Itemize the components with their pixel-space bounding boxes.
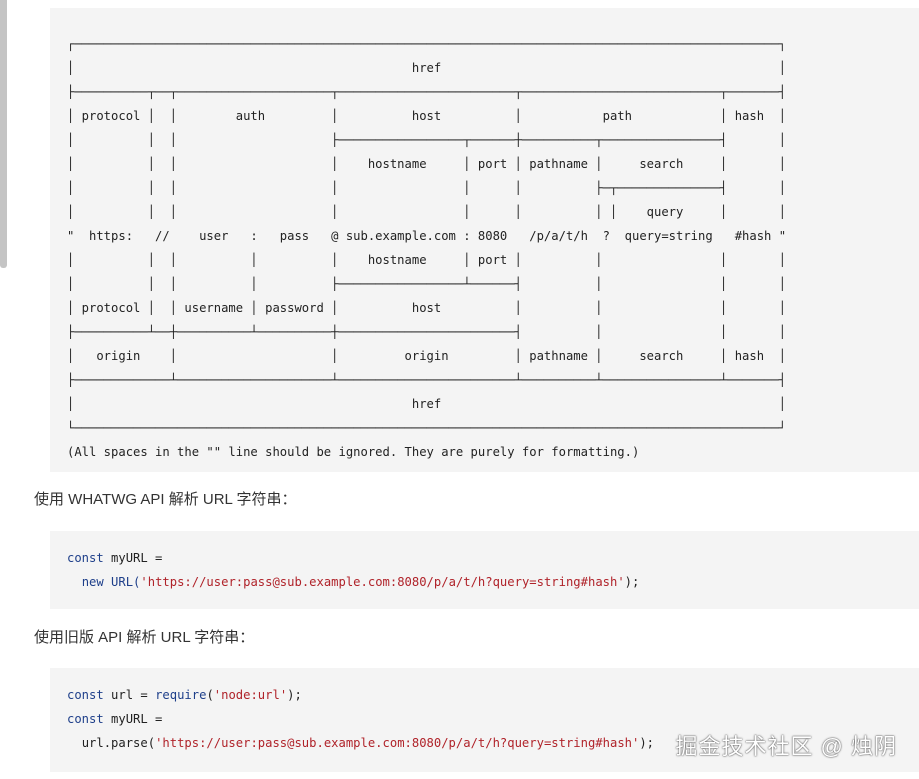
code-whatwg: const myURL = new URL('https://user:pass… (67, 546, 639, 594)
diagram-line: │ │ │ │ │ │ ├─┬──────────────┤ │ (67, 181, 787, 195)
url-structure-diagram: ┌───────────────────────────────────────… (67, 32, 786, 464)
diagram-line: ├──────────┬──┬─────────────────────┬───… (67, 85, 787, 99)
diagram-line: │ origin │ │ origin │ pathname │ search … (67, 349, 787, 363)
code-parse-call: url.parse( (81, 736, 156, 750)
scrollbar-thumb[interactable] (0, 0, 7, 268)
diagram-line: ┌───────────────────────────────────────… (67, 37, 787, 51)
code-variable: myURL = (103, 551, 163, 565)
code-open: ( (206, 688, 214, 702)
code-indent (67, 575, 82, 589)
scrollbar-track[interactable] (0, 0, 8, 779)
code-variable: myURL = (103, 712, 163, 726)
keyword-new: new (81, 575, 104, 589)
diagram-line: │ protocol │ │ username │ password │ hos… (67, 301, 787, 315)
diagram-line: ├─────────────┴─────────────────────┴───… (67, 373, 787, 387)
code-block-whatwg: const myURL = new URL('https://user:pass… (50, 531, 919, 609)
diagram-line: │ │ │ │ ├─────────────────┴──────┤ │ │ │ (67, 277, 787, 291)
keyword-const: const (67, 688, 104, 702)
keyword-const: const (67, 712, 104, 726)
watermark: 掘金技术社区 @ 烛阴 (675, 734, 897, 759)
diagram-line: " https: // user : pass @ sub.example.co… (67, 229, 787, 243)
diagram-line: │ href │ (67, 61, 787, 75)
code-url-constructor: URL( (103, 575, 141, 589)
legacy-description: 使用旧版 API 解析 URL 字符串： (34, 629, 255, 646)
diagram-line: │ │ │ ├─────────────────┬──────┼────────… (67, 133, 787, 147)
code-indent (67, 736, 82, 750)
code-string-module: 'node:url' (213, 688, 288, 702)
code-close: ); (287, 688, 302, 702)
whatwg-description: 使用 WHATWG API 解析 URL 字符串： (34, 491, 297, 508)
code-close: ); (624, 575, 640, 589)
diagram-line: │ │ │ │ hostname │ port │ pathname │ sea… (67, 157, 787, 171)
diagram-line: └───────────────────────────────────────… (67, 421, 787, 435)
keyword-const: const (67, 551, 104, 565)
code-close: ); (639, 736, 655, 750)
code-legacy: const url = require('node:url'); const m… (67, 683, 654, 755)
diagram-line: │ href │ (67, 397, 787, 411)
code-string-url: 'https://user:pass@sub.example.com:8080/… (140, 575, 625, 589)
code-variable: url = (103, 688, 156, 702)
diagram-line: │ │ │ │ │ │ │ │ query │ │ (67, 205, 787, 219)
code-string-url: 'https://user:pass@sub.example.com:8080/… (155, 736, 640, 750)
diagram-line: ├──────────┴──┼──────────┴──────────┼───… (67, 325, 787, 339)
diagram-line: │ protocol │ │ auth │ host │ path │ hash… (67, 109, 787, 123)
code-block-legacy: const url = require('node:url'); const m… (50, 668, 919, 772)
url-diagram-block: ┌───────────────────────────────────────… (50, 8, 919, 472)
diagram-line: │ │ │ │ │ hostname │ port │ │ │ │ (67, 253, 787, 267)
diagram-footnote: (All spaces in the "" line should be ign… (67, 445, 640, 459)
code-require: require (155, 688, 207, 702)
